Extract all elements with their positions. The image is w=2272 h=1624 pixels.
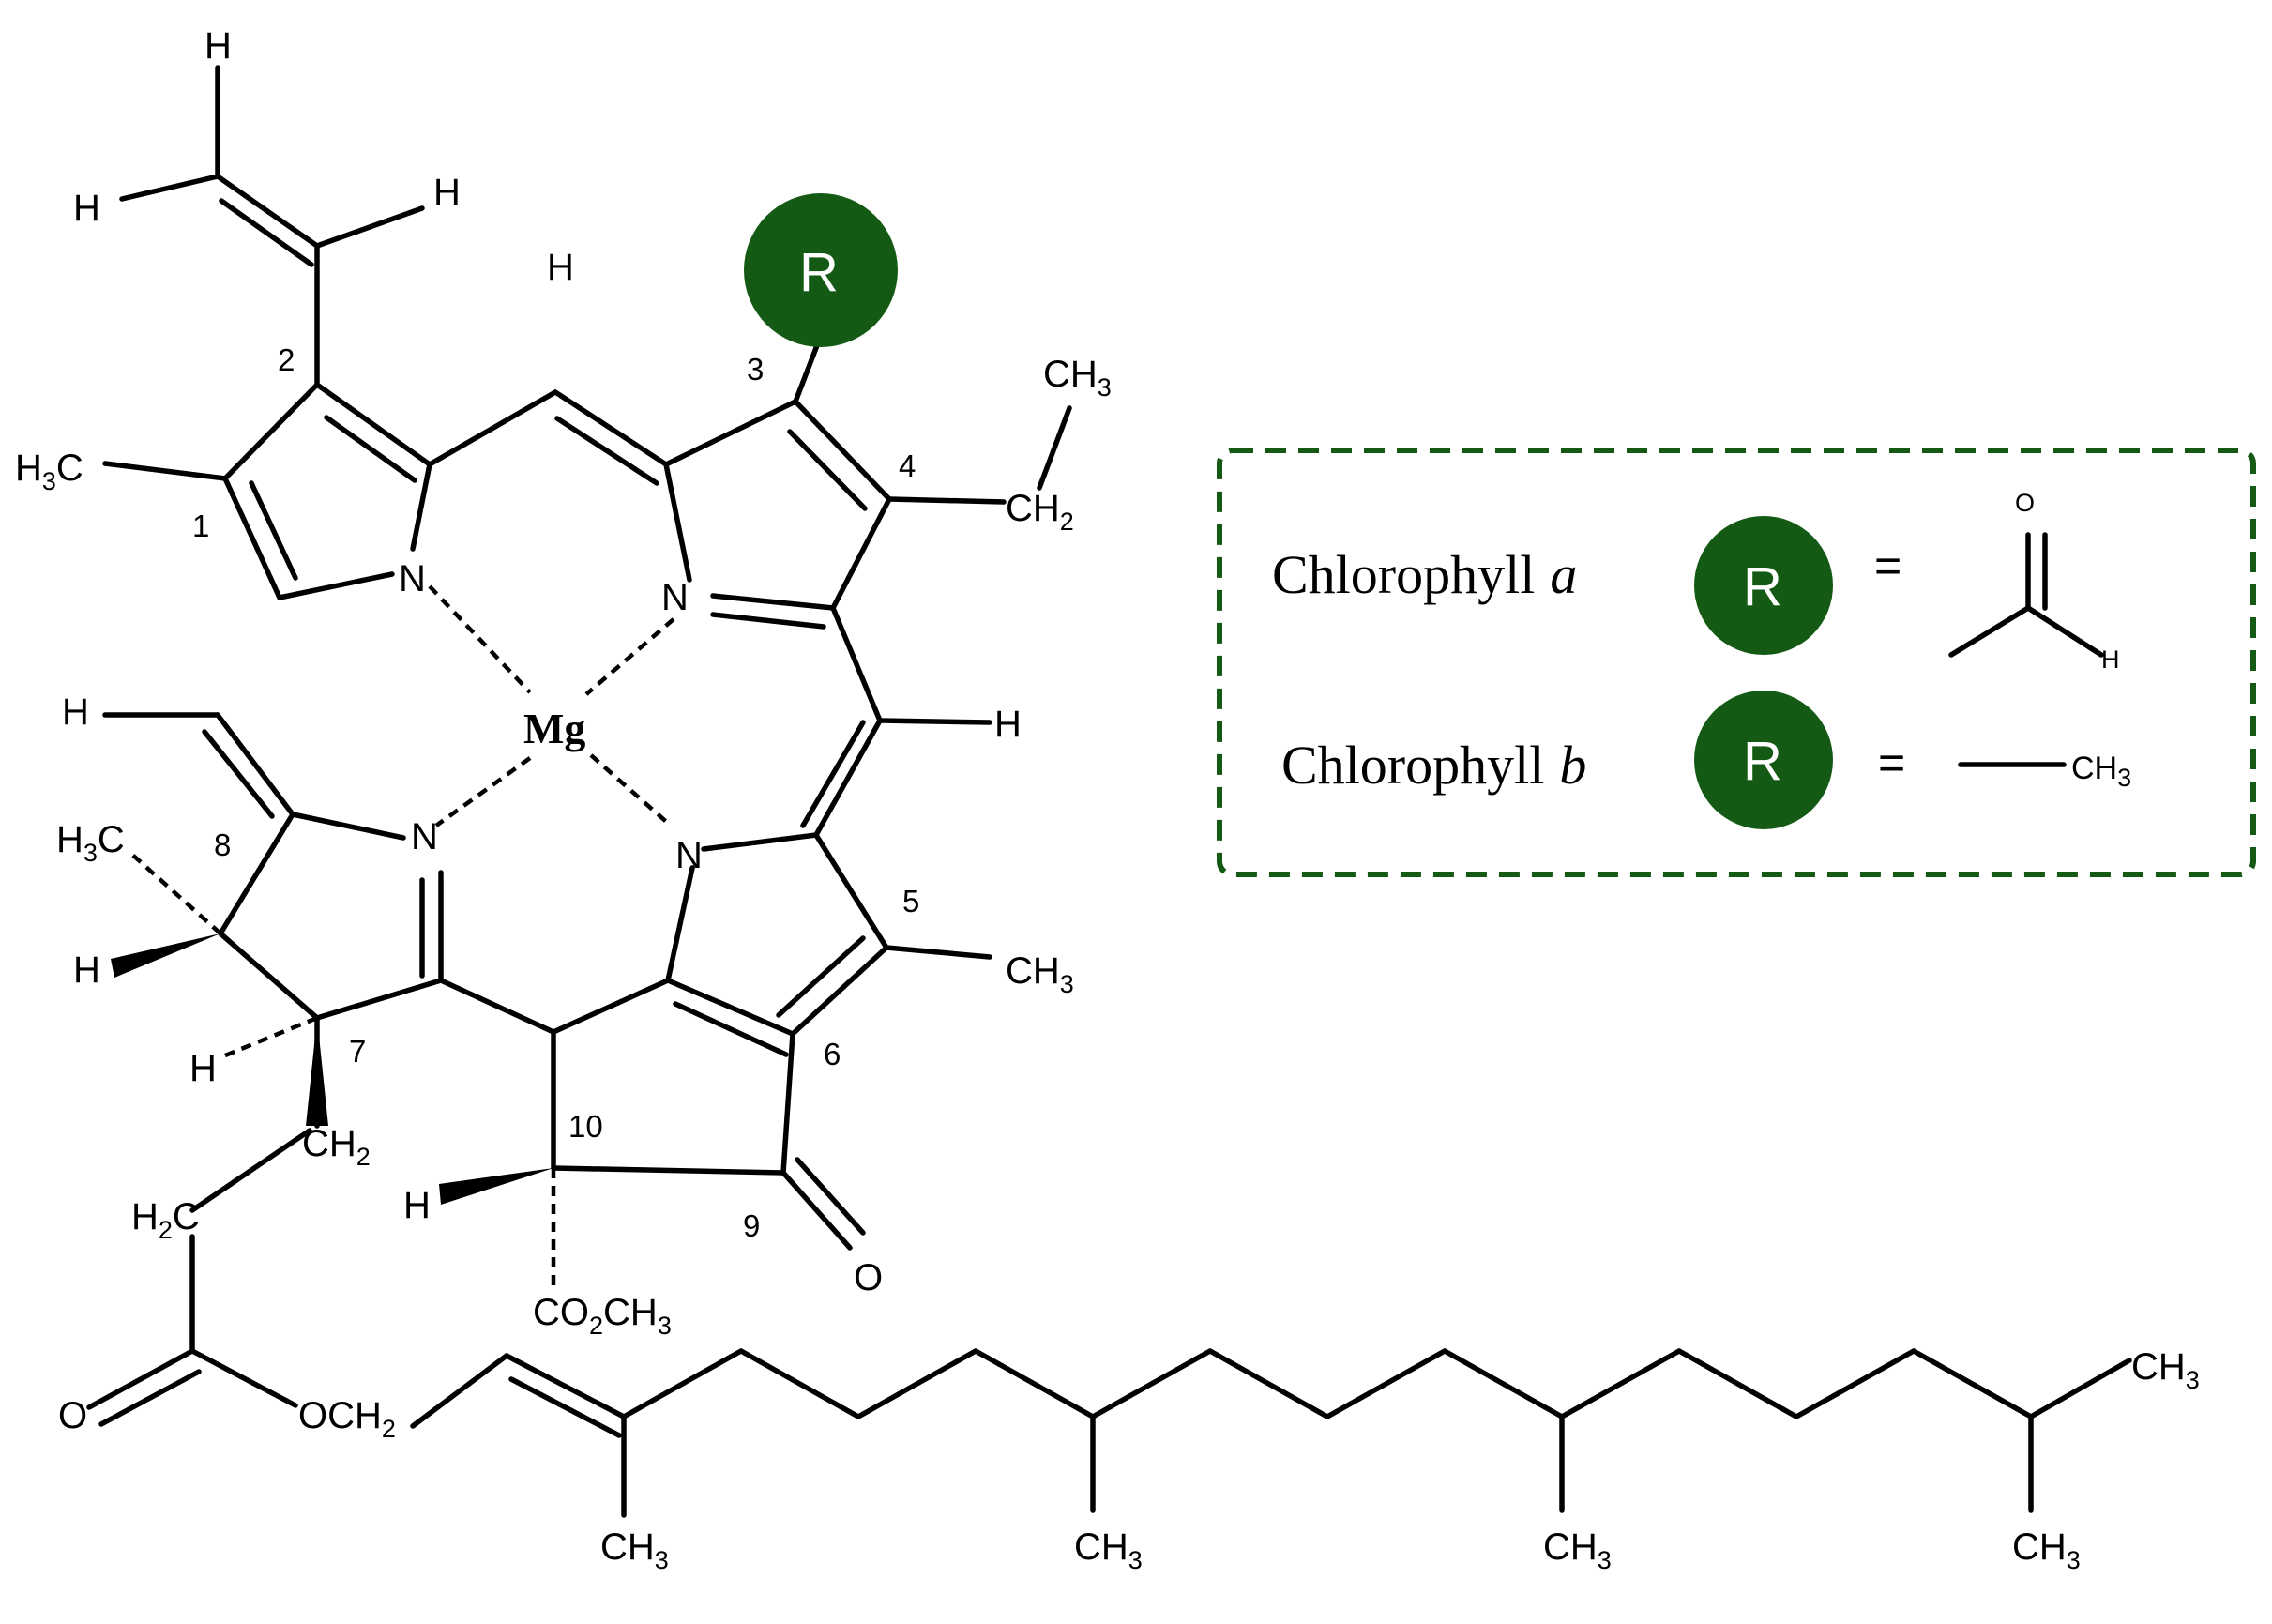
phytyl-ch3-4: CH3 — [2012, 1526, 2081, 1574]
equals-sign-a: = — [1874, 539, 1901, 592]
position-3: 3 — [747, 352, 764, 387]
methyl-substituent: CH3 — [2071, 751, 2131, 792]
propionate-ch2: CH2 — [302, 1123, 371, 1171]
position-9: 9 — [743, 1208, 760, 1243]
methyl-8: H3C — [56, 819, 125, 867]
stereo-bonds — [111, 584, 675, 1290]
atom-n: N — [399, 558, 426, 600]
ethyl-ch2: CH2 — [1006, 488, 1074, 536]
aldehyde-o: O — [2015, 489, 2035, 517]
svg-text:CH3: CH3 — [2131, 1346, 2200, 1394]
atom-n: N — [661, 577, 689, 618]
svg-text:CH3: CH3 — [1543, 1526, 1612, 1574]
atom-n: N — [675, 835, 703, 876]
r-group-circle — [744, 193, 898, 347]
svg-text:R: R — [1743, 556, 1782, 617]
phytyl-ch3-3: CH3 — [1543, 1526, 1612, 1574]
svg-text:R: R — [799, 242, 839, 303]
svg-text:CO2CH3: CO2CH3 — [533, 1292, 672, 1340]
legend-r-circle-b — [1694, 691, 1833, 829]
atom-mg: Mg — [523, 705, 585, 752]
atom-h: H — [62, 691, 89, 733]
r-group-substituent: R — [744, 193, 898, 347]
bonds — [86, 65, 2132, 1518]
svg-text:CH3: CH3 — [600, 1526, 669, 1574]
atom-h: H — [403, 1185, 431, 1226]
svg-text:CH3: CH3 — [1043, 354, 1112, 402]
svg-text:H2C: H2C — [131, 1196, 200, 1244]
position-5: 5 — [902, 884, 919, 918]
ester-och2: OCH2 — [298, 1395, 396, 1443]
equals-sign-b: = — [1878, 736, 1905, 789]
methyl-5: CH3 — [1006, 950, 1074, 998]
propionate-h2c: H2C — [131, 1196, 200, 1244]
svg-text:OCH2: OCH2 — [298, 1395, 396, 1443]
position-8: 8 — [214, 827, 231, 862]
phytyl-ch3-2: CH3 — [1074, 1526, 1143, 1574]
atom-h: H — [433, 172, 461, 213]
phytyl-ch3-1: CH3 — [600, 1526, 669, 1574]
atom-n: N — [411, 816, 438, 858]
svg-text:CH2: CH2 — [302, 1123, 371, 1171]
svg-text:H3C: H3C — [15, 448, 83, 495]
svg-text:CH3: CH3 — [1006, 950, 1074, 998]
position-numbers: 1 2 3 4 5 6 7 8 9 10 — [192, 342, 919, 1243]
position-6: 6 — [824, 1037, 841, 1071]
atom-h: H — [547, 247, 574, 288]
svg-text:CH3: CH3 — [2012, 1526, 2081, 1574]
methyl-1: H3C — [15, 448, 83, 495]
position-2: 2 — [278, 342, 295, 377]
atom-labels: H H H H H H H H H N N N N Mg H3C CH3 CH2… — [15, 25, 2200, 1574]
atom-o-ester: O — [58, 1395, 87, 1436]
aldehyde-h: H — [2101, 645, 2120, 674]
phytyl-ch3-5: CH3 — [2131, 1346, 2200, 1394]
position-10: 10 — [568, 1109, 603, 1144]
atom-h: H — [204, 25, 232, 67]
svg-text:H3C: H3C — [56, 819, 125, 867]
position-1: 1 — [192, 508, 209, 543]
ethyl-ch3: CH3 — [1043, 354, 1112, 402]
atom-h: H — [994, 704, 1022, 745]
atom-h: H — [73, 949, 100, 991]
svg-text:R: R — [1743, 731, 1782, 792]
svg-text:CH3: CH3 — [1074, 1526, 1143, 1574]
svg-text:CH2: CH2 — [1006, 488, 1074, 536]
ester-co2ch3: CO2CH3 — [533, 1292, 672, 1340]
legend-r-circle-a — [1694, 516, 1833, 655]
position-4: 4 — [899, 448, 916, 483]
atom-o-ketone: O — [854, 1257, 883, 1298]
atom-h: H — [189, 1048, 217, 1089]
position-7: 7 — [349, 1034, 366, 1069]
atom-h: H — [73, 188, 100, 229]
